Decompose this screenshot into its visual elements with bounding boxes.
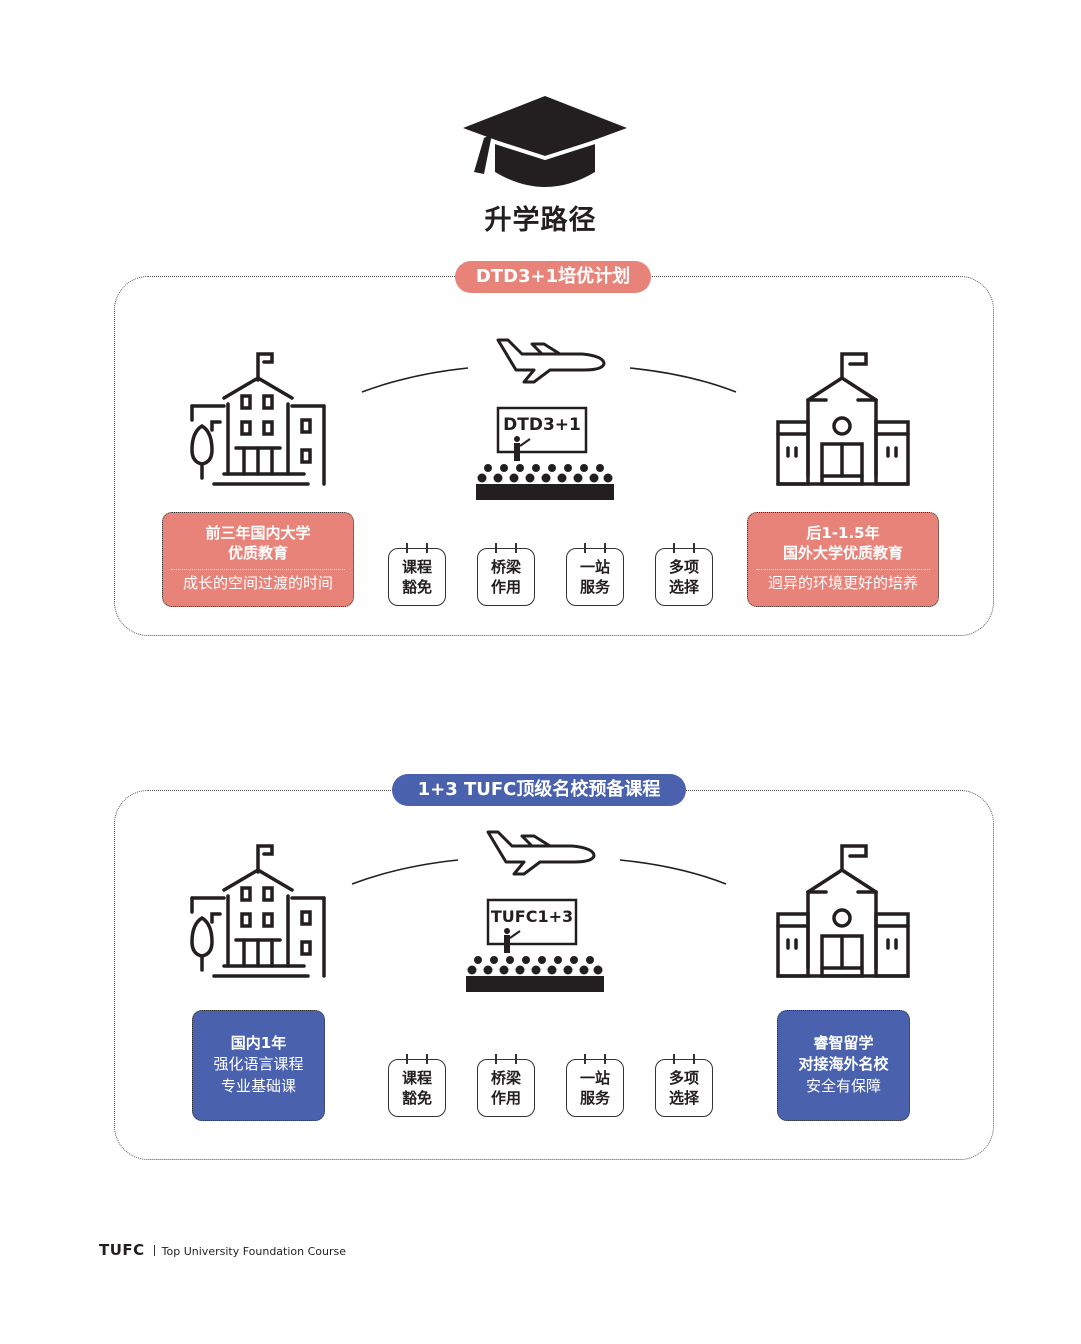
card-subtitle: 成长的空间过渡的时间 — [182, 574, 333, 592]
tag-line: 桥梁 — [490, 1069, 521, 1087]
dtd-section-pill: DTD3+1培优计划 — [455, 261, 651, 293]
tag-line: 一站 — [579, 1069, 610, 1087]
dtd-right-card: 后1-1.5年 国外大学优质教育 迥异的环境更好的培养 — [747, 512, 939, 607]
tag-line: 作用 — [490, 1089, 521, 1107]
tag-line: 多项 — [668, 558, 699, 576]
classroom-board-text: DTD3+1 — [503, 415, 581, 435]
tag-bridge-role: 桥梁作用 — [477, 1054, 535, 1117]
card-title-line: 睿智留学 — [813, 1034, 874, 1052]
tag-multiple-choices: 多项选择 — [655, 543, 713, 606]
domestic-university-icon — [188, 842, 328, 982]
overseas-university-icon — [774, 844, 914, 984]
tag-line: 桥梁 — [490, 558, 521, 576]
classroom-icon: TUFC1+3 — [466, 898, 604, 994]
tag-line: 课程 — [401, 558, 432, 576]
tufc-section-pill: 1+3 TUFC顶级名校预备课程 — [392, 774, 686, 806]
card-title-line: 前三年国内大学 — [205, 524, 311, 542]
tag-line: 豁免 — [401, 1089, 432, 1107]
tag-one-stop-service: 一站服务 — [566, 1054, 624, 1117]
card-divider — [756, 569, 930, 570]
footer-tagline: Top University Foundation Course — [161, 1245, 347, 1258]
tag-line: 服务 — [579, 578, 610, 596]
tag-line: 服务 — [579, 1089, 610, 1107]
domestic-university-icon — [188, 350, 328, 490]
card-title-line: 对接海外名校 — [798, 1055, 889, 1073]
graduation-cap-icon — [462, 94, 628, 190]
card-divider — [171, 569, 345, 570]
tag-course-exemption: 课程豁免 — [388, 1054, 446, 1117]
card-subtitle: 安全有保障 — [805, 1077, 881, 1095]
tag-line: 选择 — [668, 578, 699, 596]
tag-line: 多项 — [668, 1069, 699, 1087]
card-title-line: 国外大学优质教育 — [782, 544, 903, 562]
tag-course-exemption: 课程豁免 — [388, 543, 446, 606]
card-title-line: 国内1年 — [230, 1034, 287, 1052]
page-title: 升学路径 — [484, 205, 597, 236]
tufc-right-card: 睿智留学 对接海外名校 安全有保障 — [777, 1010, 910, 1121]
airplane-icon — [494, 336, 608, 386]
card-subtitle: 专业基础课 — [220, 1077, 296, 1095]
card-subtitle: 强化语言课程 — [213, 1055, 304, 1073]
footer-divider — [153, 1245, 155, 1256]
tag-bridge-role: 桥梁作用 — [477, 543, 535, 606]
tag-multiple-choices: 多项选择 — [655, 1054, 713, 1117]
card-subtitle: 迥异的环境更好的培养 — [767, 574, 918, 592]
tag-one-stop-service: 一站服务 — [566, 543, 624, 606]
footer-brand: TUFC — [99, 1241, 145, 1259]
classroom-icon: DTD3+1 — [476, 406, 614, 502]
tag-line: 一站 — [579, 558, 610, 576]
tufc-left-card: 国内1年 强化语言课程 专业基础课 — [192, 1010, 325, 1121]
footer: TUFC Top University Foundation Course — [99, 1241, 346, 1259]
tag-line: 课程 — [401, 1069, 432, 1087]
airplane-icon — [484, 828, 598, 878]
dtd-left-card: 前三年国内大学 优质教育 成长的空间过渡的时间 — [162, 512, 354, 607]
card-title-line: 优质教育 — [227, 544, 288, 562]
tag-line: 作用 — [490, 578, 521, 596]
arc-left — [361, 367, 737, 393]
overseas-university-icon — [774, 352, 914, 492]
tag-line: 选择 — [668, 1089, 699, 1107]
classroom-board-text: TUFC1+3 — [490, 907, 574, 926]
tag-line: 豁免 — [401, 578, 432, 596]
card-title-line: 后1-1.5年 — [806, 524, 880, 542]
arc-right — [351, 859, 727, 885]
